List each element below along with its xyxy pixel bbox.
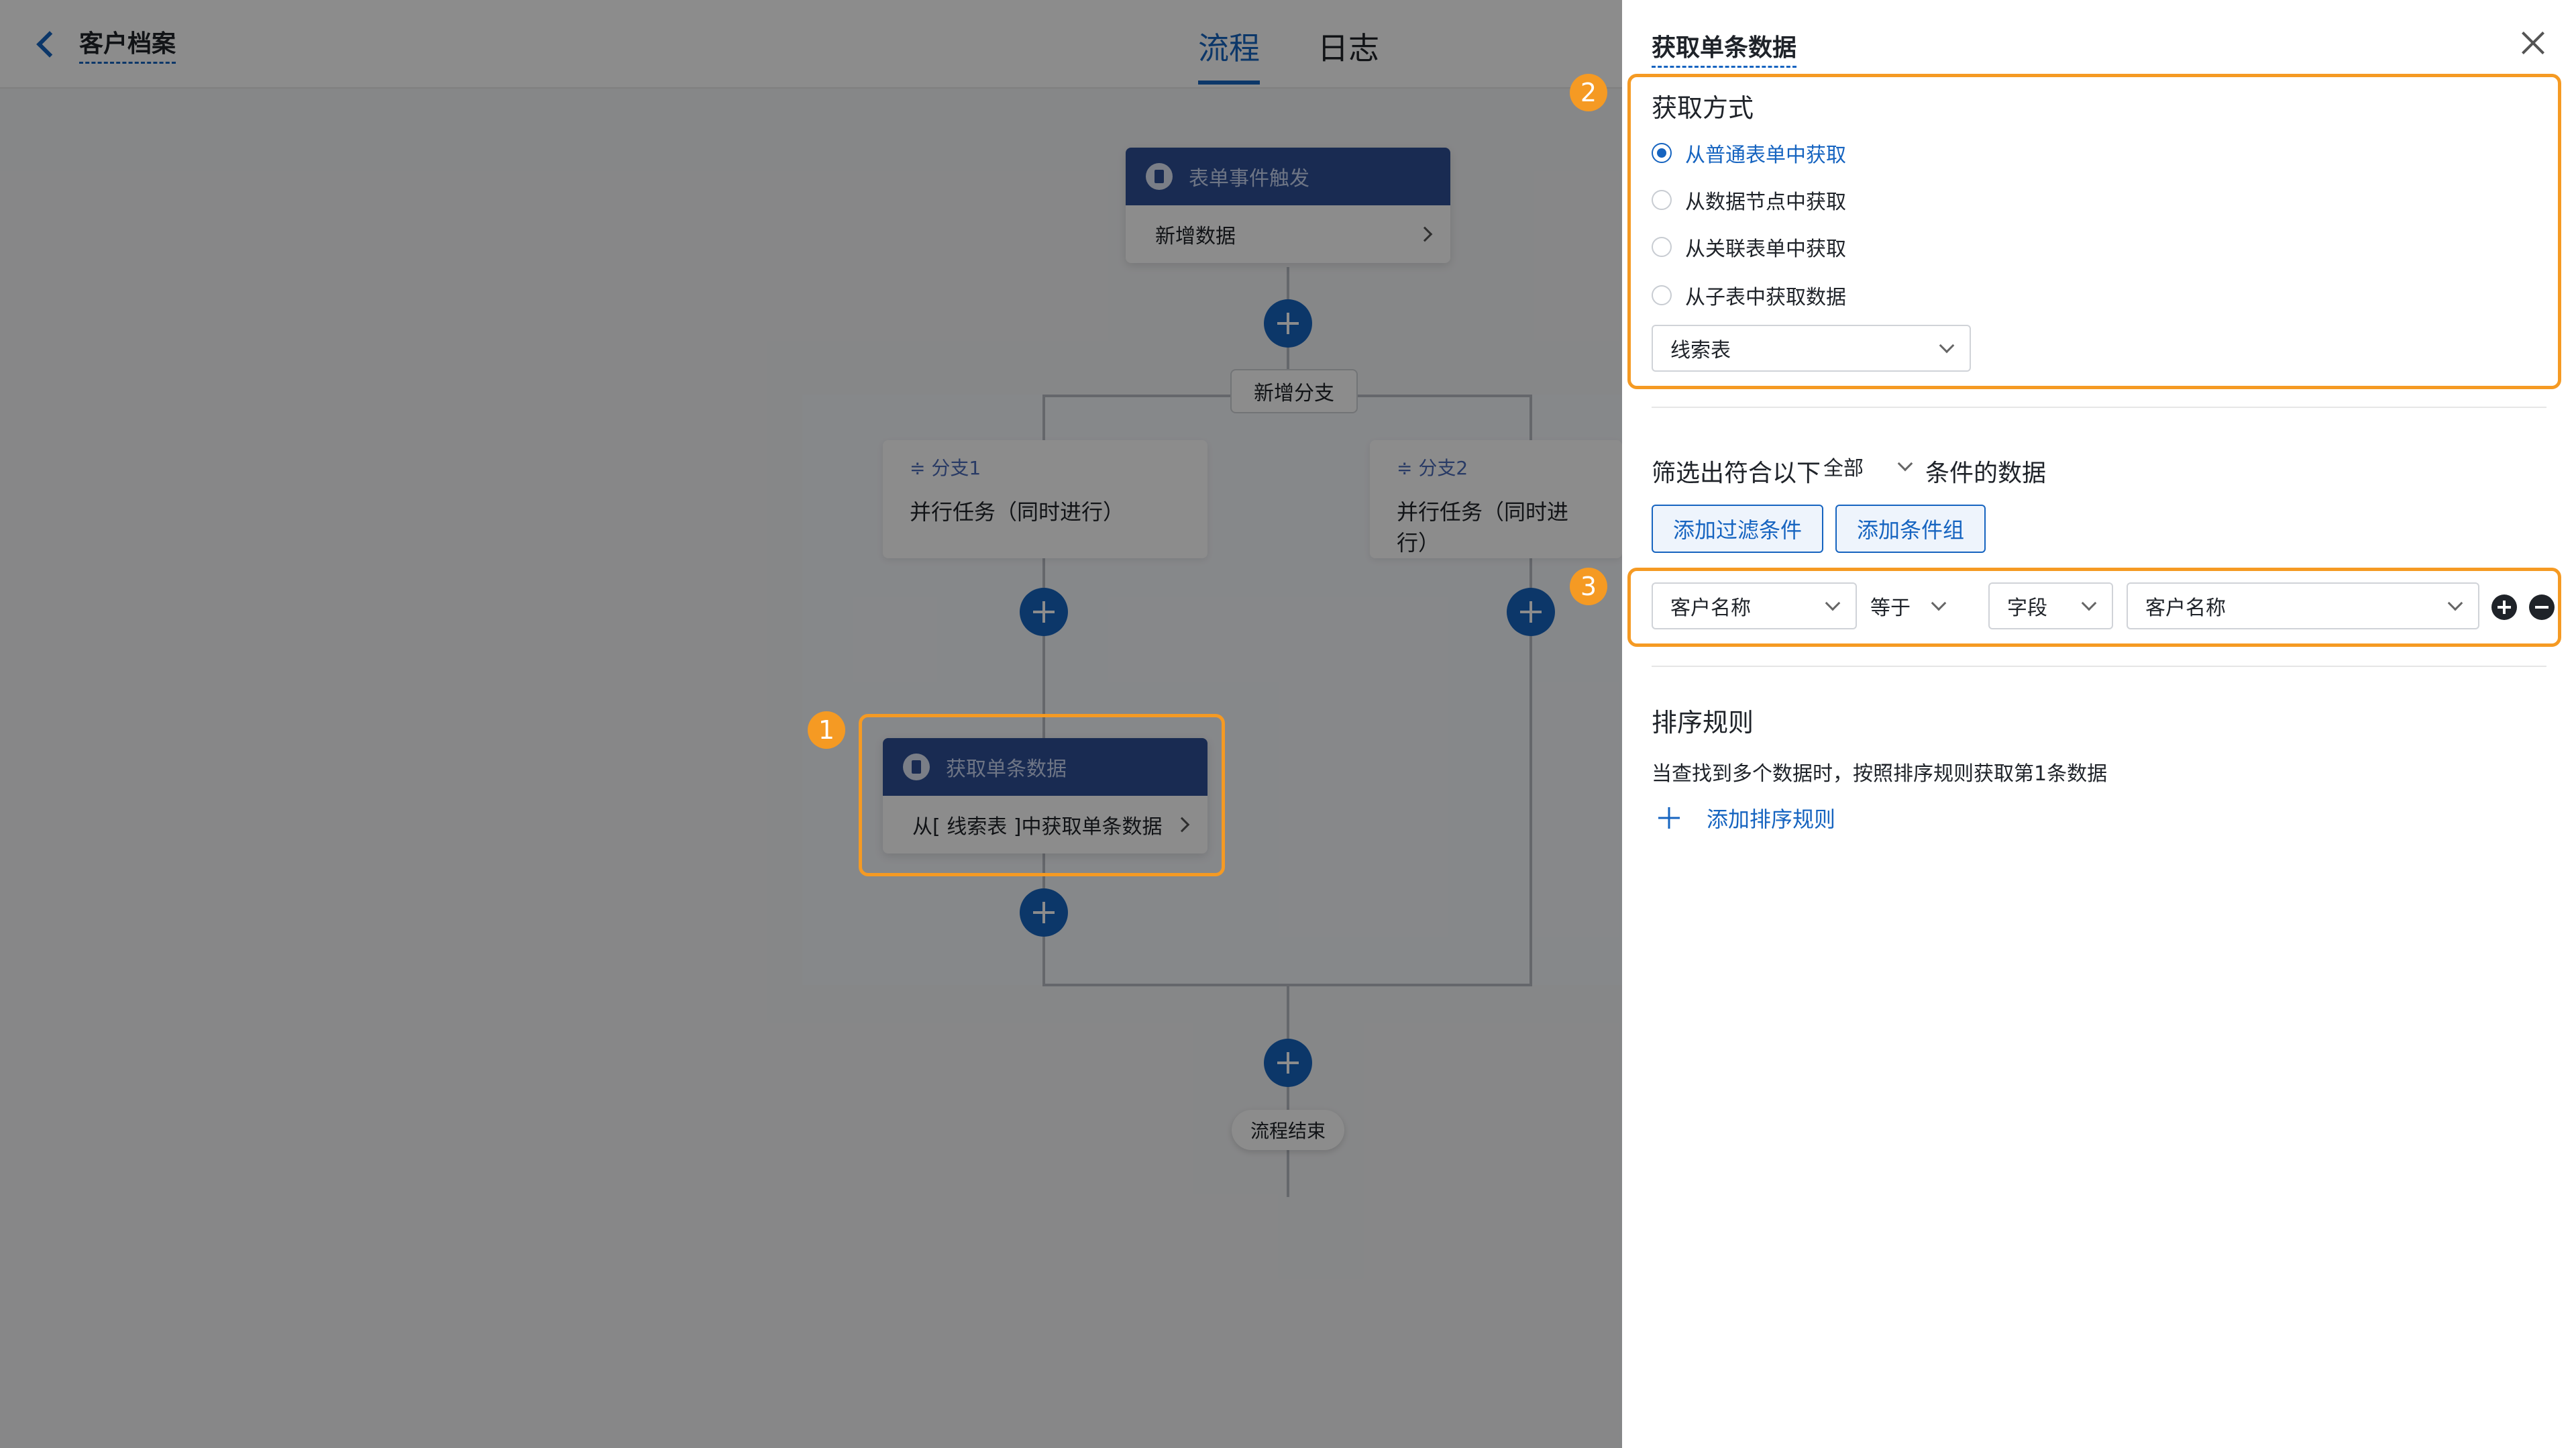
chevron-down-icon [1897,456,1913,472]
step-badge-1: 1 [808,711,845,749]
get-record-node[interactable]: 获取单条数据 从[ 线索表 ]中获取单条数据 [883,738,1208,854]
back-button[interactable]: 客户档案 [32,24,176,64]
sort-label: 排序规则 [1652,708,1754,737]
add-node-button[interactable] [1264,299,1312,348]
condition-valuetype-select[interactable]: 字段 [1988,582,2113,629]
step-badge-3: 3 [1570,568,1607,605]
add-filter-button[interactable]: 添加过滤条件 [1652,505,1823,553]
add-node-button[interactable] [1020,588,1068,636]
add-sort-label: 添加排序规则 [1707,807,1836,832]
add-sort-button[interactable]: 添加排序规则 [1658,803,1835,833]
radio-unchecked-icon [1652,190,1672,210]
add-condition-icon[interactable] [2491,594,2517,620]
get-record-node-header: 获取单条数据 [883,738,1208,796]
flow-end-label: 流程结束 [1232,1110,1344,1150]
trigger-node-title: 表单事件触发 [1189,167,1309,191]
connector [1287,984,1289,1197]
branch-1-desc: 并行任务（同时进行） [910,499,1125,525]
trigger-node-desc: 新增数据 [1155,225,1236,248]
condition-field-select[interactable]: 客户名称 [1652,582,1857,629]
condition-value-value: 客户名称 [2145,597,2226,620]
branch-2-desc: 并行任务（同时进行） [1397,499,1569,556]
panel-title: 获取单条数据 [1652,28,1797,68]
highlight-box-3 [1627,568,2561,647]
top-bar: 客户档案 流程 日志 [0,0,1622,89]
document-icon [903,754,930,780]
get-record-node-title: 获取单条数据 [946,758,1067,781]
condition-value-select[interactable]: 客户名称 [2127,582,2479,629]
branch-2-card[interactable]: ≑ 分支2 并行任务（同时进行） [1370,440,1622,558]
add-node-button[interactable] [1507,588,1555,636]
close-icon[interactable] [2520,30,2546,56]
settings-panel: 获取单条数据 获取方式 从普通表单中获取 从数据节点中获取 从关联表单中获取 从… [1570,0,2576,1448]
remove-condition-icon[interactable] [2529,594,2555,620]
filter-scope-select[interactable]: 全部 [1823,443,1913,490]
flow-canvas: 表单事件触发 新增数据 新增分支 ≑ 分支1 并行任务（同时进行） ≑ 分支2 … [0,89,1622,1448]
get-record-node-desc: 从[ 线索表 ]中获取单条数据 [912,815,1163,839]
get-record-node-body: 从[ 线索表 ]中获取单条数据 [883,796,1208,854]
branch-1-label: ≑ 分支1 [910,457,981,479]
condition-field-value: 客户名称 [1670,597,1751,620]
plus-icon [1658,807,1680,829]
radio-related-form-label: 从关联表单中获取 [1685,238,1846,261]
divider [1652,666,2546,667]
document-icon [1146,163,1173,190]
tab-flow[interactable]: 流程 [1198,24,1260,85]
divider [1652,407,2546,408]
radio-unchecked-icon [1652,285,1672,305]
radio-data-node-label: 从数据节点中获取 [1685,191,1846,214]
trigger-node-header: 表单事件触发 [1126,148,1450,205]
add-branch-button[interactable]: 新增分支 [1230,369,1358,413]
connector [1042,395,1045,985]
sort-description: 当查找到多个数据时，按照排序规则获取第1条数据 [1652,762,2108,786]
filter-prefix: 筛选出符合以下 [1652,460,1821,487]
tab-bar: 流程 日志 [1198,24,1379,85]
condition-operator-value: 等于 [1870,597,1911,620]
radio-subtable-label: 从子表中获取数据 [1685,286,1846,309]
condition-operator-select[interactable]: 等于 [1870,582,1947,629]
radio-subtable[interactable]: 从子表中获取数据 [1652,280,1846,310]
page-title: 客户档案 [79,24,176,64]
highlight-box-2 [1627,74,2561,389]
form-select[interactable]: 线索表 [1652,325,1971,372]
filter-scope-value: 全部 [1823,457,1864,480]
add-node-button[interactable] [1020,888,1068,937]
branch-1-card[interactable]: ≑ 分支1 并行任务（同时进行） [883,440,1208,558]
radio-normal-form[interactable]: 从普通表单中获取 [1652,138,1846,168]
trigger-node[interactable]: 表单事件触发 新增数据 [1126,148,1450,263]
branch-2-label: ≑ 分支2 [1397,457,1468,479]
method-label: 获取方式 [1652,93,1754,123]
form-select-value: 线索表 [1670,339,1731,362]
highlight-box-1 [859,714,1225,876]
tab-log[interactable]: 日志 [1318,30,1379,66]
radio-checked-icon [1652,143,1672,163]
connector [1529,395,1532,985]
radio-normal-form-label: 从普通表单中获取 [1685,144,1846,167]
add-node-button[interactable] [1264,1039,1312,1087]
add-group-button[interactable]: 添加条件组 [1835,505,1986,553]
condition-valuetype-value: 字段 [2007,597,2047,620]
radio-related-form[interactable]: 从关联表单中获取 [1652,232,1846,262]
radio-unchecked-icon [1652,237,1672,257]
trigger-node-body: 新增数据 [1126,205,1450,263]
filter-suffix: 条件的数据 [1925,460,2047,487]
radio-data-node[interactable]: 从数据节点中获取 [1652,185,1846,215]
step-badge-2: 2 [1570,74,1607,111]
